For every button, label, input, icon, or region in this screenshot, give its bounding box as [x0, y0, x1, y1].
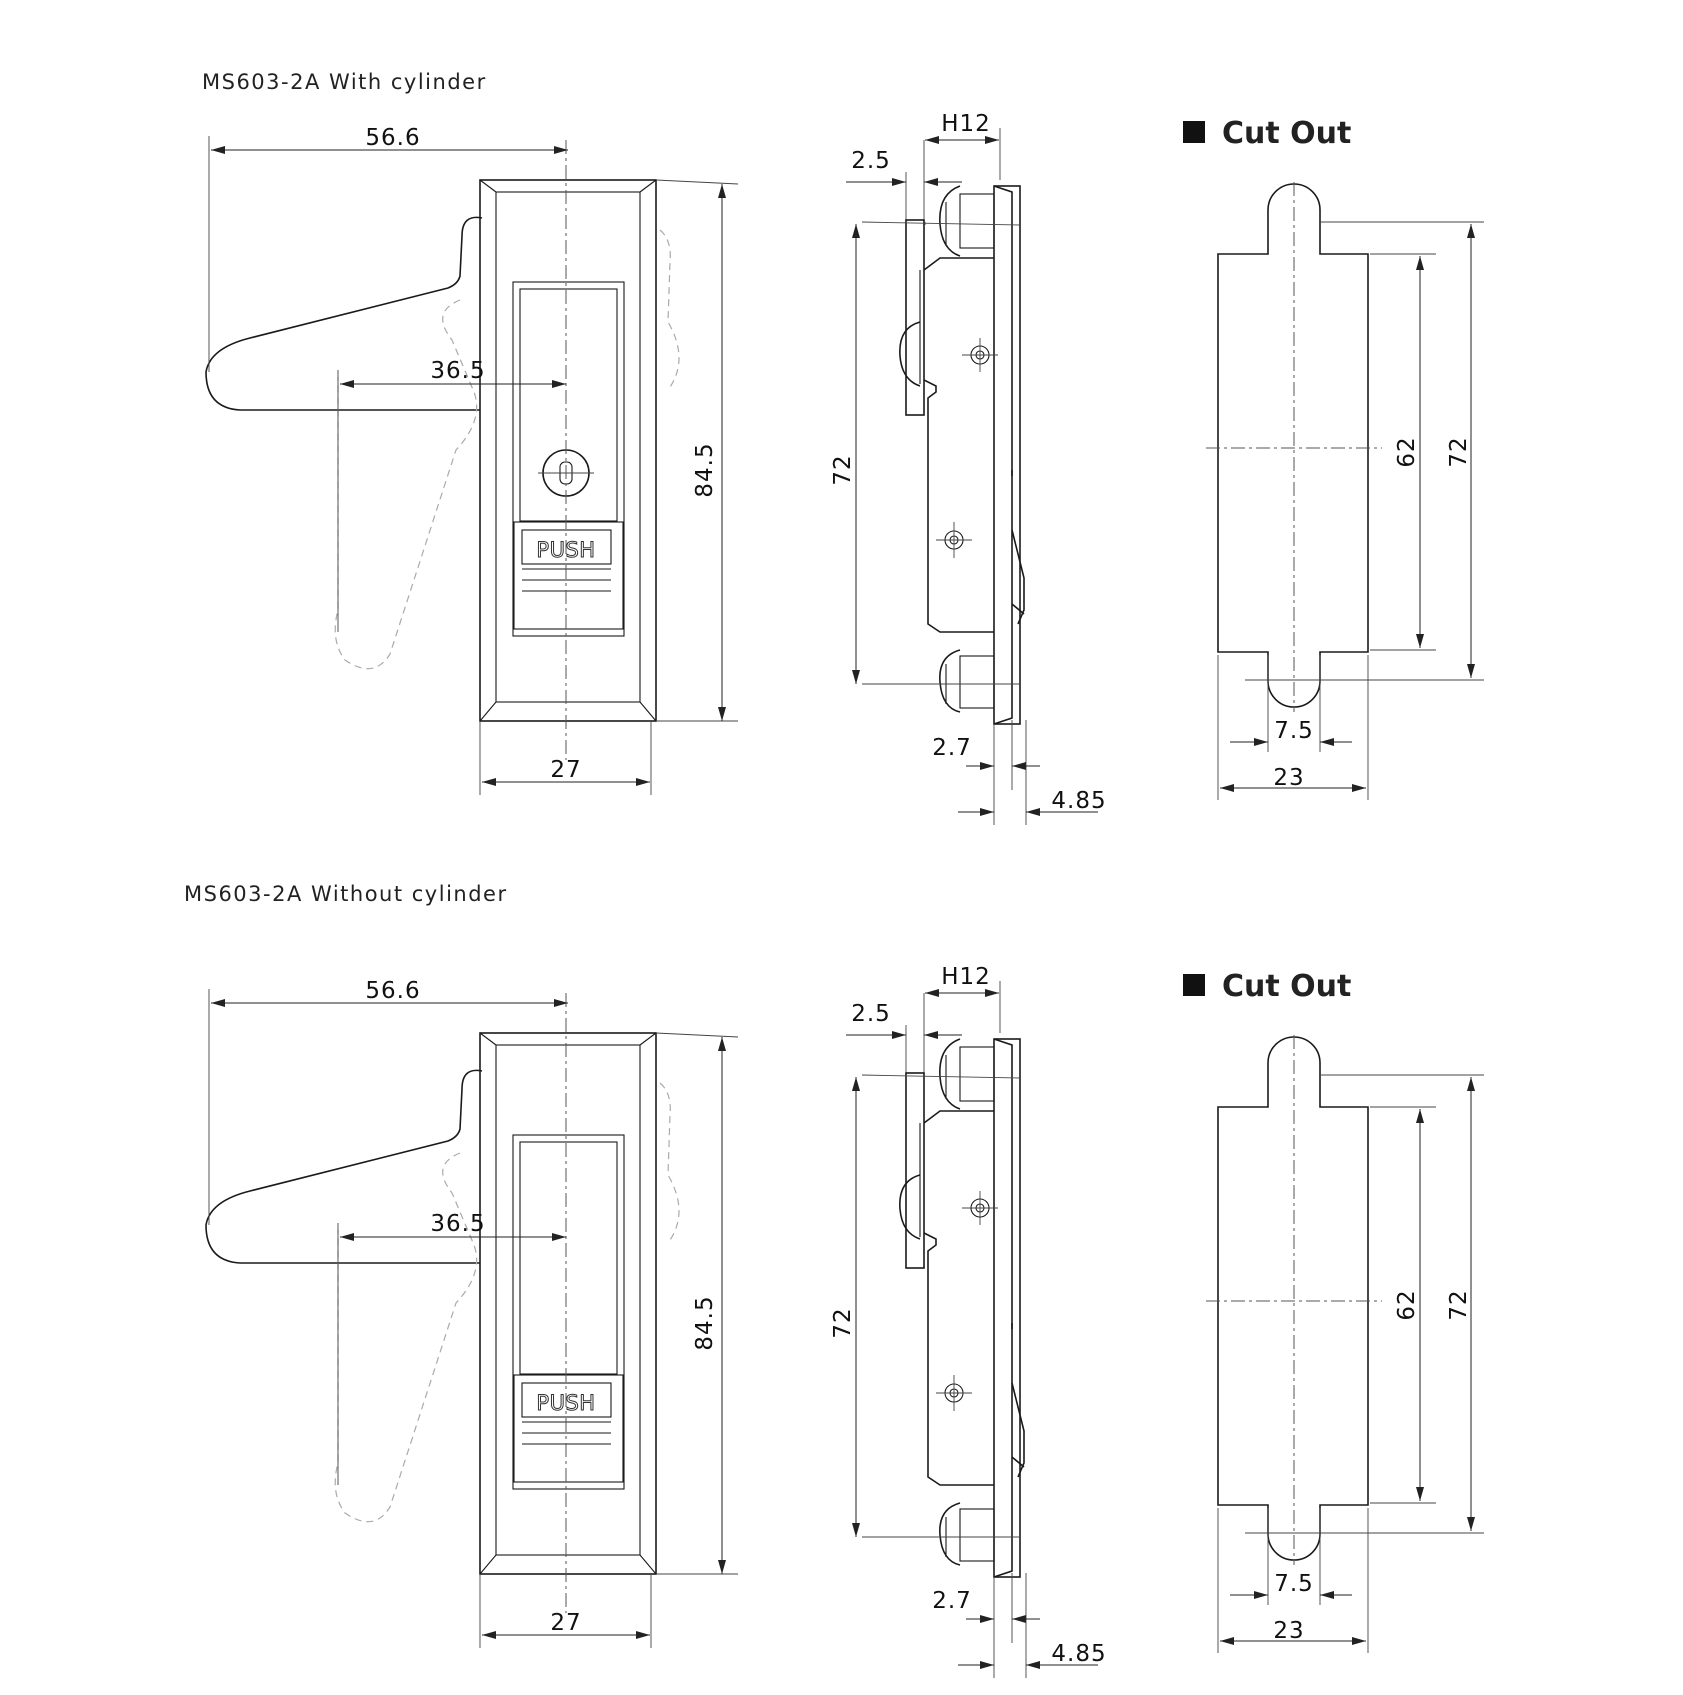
dim-width-total: 56.6: [365, 125, 420, 151]
dim-width-total: 56.6: [365, 978, 420, 1004]
dim-panel-gap: 2.7: [932, 1588, 972, 1614]
cutout-heading: Cut Out: [1222, 116, 1351, 151]
dim-offset: 4.85: [1051, 1641, 1106, 1667]
dim-handle-reach: 36.5: [430, 1211, 485, 1237]
front-view: PUSH 56.6 36.5 84.5 27: [205, 978, 739, 1648]
dim-fixing-pitch: 72: [830, 454, 856, 485]
dim-inner-height: 62: [1394, 436, 1420, 467]
side-view: H12 2.5: [830, 964, 1106, 1678]
dim-panel-gap: 2.7: [932, 735, 972, 761]
dim-handle-reach: 36.5: [430, 358, 485, 384]
dim-depth: H12: [941, 111, 991, 137]
dim-tab-width: 7.5: [1274, 718, 1314, 744]
square-bullet-icon: [1183, 121, 1205, 143]
dim-width: 23: [1273, 1618, 1304, 1644]
cutout-view: Cut Out 62 72 7.5: [1183, 969, 1484, 1653]
section-without-cylinder: MS603-2A Without cylinder PUSH: [184, 882, 1484, 1678]
front-view: PUSH 56.6 36.5 84.5 27: [205, 125, 739, 795]
section-title: MS603-2A With cylinder: [202, 70, 487, 94]
cutout-view: Cut Out 62 72 7.5 23: [1183, 116, 1484, 800]
dim-outer-height: 72: [1446, 1289, 1472, 1320]
section-with-cylinder: MS603-2A With cylinder PUSH: [202, 70, 1484, 825]
dim-body-width: 27: [550, 1610, 581, 1636]
dim-depth: H12: [941, 964, 991, 990]
dim-height: 84.5: [692, 1295, 718, 1350]
side-view: H12 2.5: [830, 111, 1106, 825]
dim-body-width: 27: [550, 757, 581, 783]
dim-fixing-pitch: 72: [830, 1307, 856, 1338]
dim-offset: 4.85: [1051, 788, 1106, 814]
dim-flange: 2.5: [851, 1001, 891, 1027]
dim-tab-width: 7.5: [1274, 1571, 1314, 1597]
dim-outer-height: 72: [1446, 436, 1472, 467]
dim-inner-height: 62: [1394, 1289, 1420, 1320]
section-title: MS603-2A Without cylinder: [184, 882, 508, 906]
square-bullet-icon: [1183, 974, 1205, 996]
dim-flange: 2.5: [851, 148, 891, 174]
dim-width: 23: [1273, 765, 1304, 791]
cutout-heading: Cut Out: [1222, 969, 1351, 1004]
dim-height: 84.5: [692, 442, 718, 497]
